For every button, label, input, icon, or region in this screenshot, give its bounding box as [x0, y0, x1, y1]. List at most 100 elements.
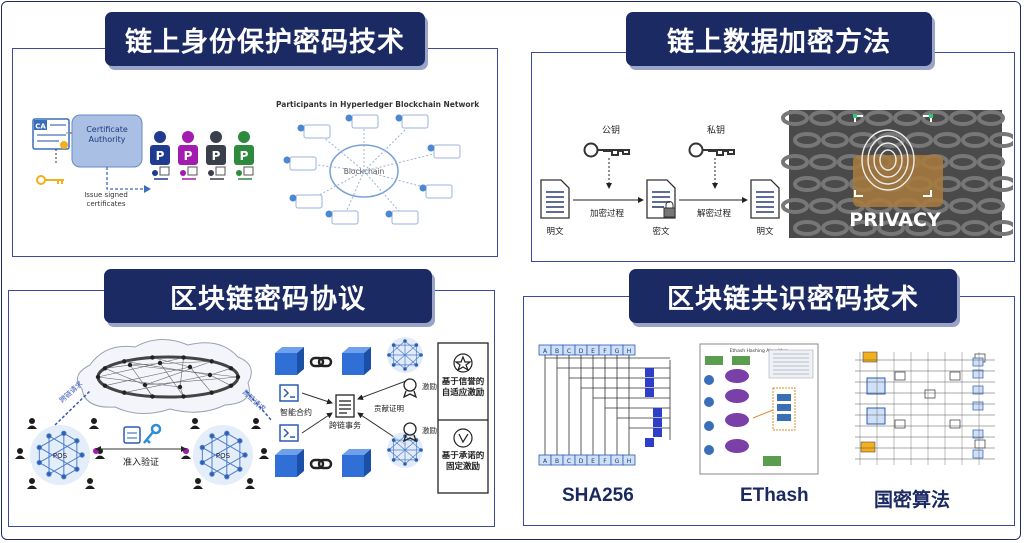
network-nodes — [283, 114, 461, 225]
register-letter: C — [567, 458, 571, 465]
cross-chain-tx-label: 跨链事务 — [329, 420, 361, 430]
person-icon — [345, 114, 353, 122]
network-node-box — [433, 144, 461, 159]
credit-incentive-label: 基于信誉的自适应激励 — [441, 377, 485, 398]
incentive-label-1: 激励 — [422, 381, 437, 391]
cross-chain-request-1: 跨链请求 — [57, 379, 84, 404]
decrypt-process-label: 解密过程 — [697, 208, 732, 219]
pos-network-left: POS — [30, 425, 90, 485]
flow-box — [763, 456, 781, 466]
person-icon — [289, 194, 297, 202]
privacy-image: PRIVACY — [781, 110, 1013, 238]
network-node-box — [303, 124, 331, 139]
public-key-label: 公钥 — [602, 124, 620, 136]
user-icon — [29, 478, 35, 484]
gate-box — [974, 439, 986, 449]
participant-icon: P — [150, 131, 170, 180]
participant-letter: P — [156, 149, 165, 163]
chain-link-icon — [309, 356, 333, 470]
register-letter: A — [543, 348, 548, 355]
person-icon — [395, 114, 403, 122]
badge-icons — [402, 378, 418, 443]
register-letter: A — [543, 458, 548, 465]
compute-box — [866, 407, 886, 425]
network-node-box — [351, 114, 379, 129]
user-icon — [195, 478, 201, 484]
guomi-diagram — [847, 346, 997, 474]
plaintext-document-icon — [540, 179, 570, 219]
fingerprint-icon — [861, 129, 915, 191]
encryption-title: 链上数据加密方法 — [626, 12, 932, 66]
person-icon — [283, 156, 291, 164]
user-icon — [91, 418, 97, 424]
hash-ellipse — [725, 413, 749, 427]
cloud-network — [77, 339, 252, 414]
register-letter: H — [627, 458, 632, 465]
dag-item — [777, 404, 791, 411]
register-letter: B — [555, 458, 559, 465]
participant-letter: P — [184, 149, 193, 163]
user-icon — [87, 478, 93, 484]
private-key-label: 私钥 — [707, 124, 725, 136]
incentive-label-2: 激励 — [422, 425, 437, 435]
person-icon — [427, 144, 435, 152]
flow-box — [705, 356, 723, 365]
ethash-diagram: Ethash Hashing Algorithm — [699, 343, 819, 475]
user-icon — [247, 478, 253, 484]
register-letter: D — [579, 458, 584, 465]
user-icon — [261, 448, 267, 454]
consensus-title: 区块链共识密码技术 — [629, 269, 957, 323]
logic-block — [645, 368, 654, 377]
access-verify-label: 准入验证 — [123, 456, 159, 468]
network-node-box — [391, 210, 419, 225]
logic-block — [645, 438, 654, 447]
sha256-caption: SHA256 — [562, 485, 634, 506]
participant-icon: P — [178, 131, 198, 180]
output-register — [972, 357, 984, 367]
register-box — [860, 441, 876, 453]
person-icon — [419, 184, 427, 192]
user-icon — [17, 448, 23, 454]
register-letter: E — [591, 458, 595, 465]
register-letter: G — [615, 348, 620, 355]
hash-ellipse — [725, 369, 749, 383]
flow-box — [732, 356, 750, 365]
ethash-header: Ethash Hashing Algorithm — [730, 348, 789, 354]
pos-label-left: POS — [53, 452, 68, 460]
register-letter: B — [555, 348, 559, 355]
plaintext-result-document-icon — [750, 179, 780, 219]
output-register — [972, 369, 984, 379]
contribution-proof-label: 贡献证明 — [374, 403, 404, 413]
network-node-box — [401, 114, 429, 129]
protocol-diagram: 跨链请求 跨链请求 POS POS 准入验证 智能合约 跨链事务 — [15, 337, 489, 494]
encryption-diagram: 公钥 私钥 加密过程 解密过程 明文 密文 明文 — [540, 110, 1013, 238]
gate-box — [894, 419, 906, 429]
network-title: Participants in Hyperledger Blockchain N… — [276, 100, 480, 109]
person-icon — [325, 210, 333, 218]
dag-item — [777, 394, 791, 401]
compute-box — [866, 377, 886, 395]
logic-block — [653, 408, 662, 417]
step-circle — [704, 397, 714, 407]
network-node-box — [425, 184, 453, 199]
id-card-icon — [123, 426, 141, 444]
register-letter: C — [567, 348, 571, 355]
register-letter: H — [627, 348, 632, 355]
user-icon — [192, 418, 198, 424]
transaction-doc-icon — [335, 394, 355, 418]
person-icon — [385, 210, 393, 218]
ca-certificate-icon: CA — [32, 118, 70, 150]
gate-box — [924, 389, 936, 399]
logic-block — [653, 418, 662, 427]
register-letter: F — [603, 348, 607, 355]
access-key-icon — [143, 423, 162, 444]
dag-item — [777, 414, 791, 421]
pos-label-right: POS — [216, 452, 231, 460]
incentive-box — [437, 342, 489, 494]
promise-incentive-label: 基于承诺的固定激励 — [441, 451, 485, 472]
step-circle — [704, 421, 714, 431]
certificate-authority-label: Certificate Authority — [86, 125, 128, 144]
key-icon — [36, 175, 64, 185]
register-box — [862, 351, 878, 363]
